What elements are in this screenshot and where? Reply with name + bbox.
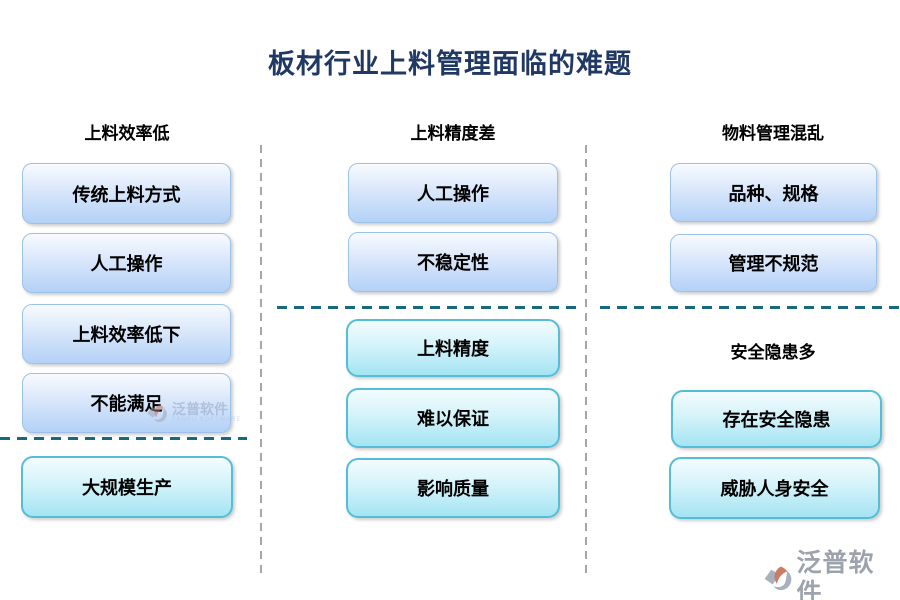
watermark-center-subtext: FANPU SOFTWARE xyxy=(172,417,242,423)
box-col3-safety-hazards-exist: 存在安全隐患 xyxy=(671,390,882,448)
box-col2-hard-to-guarantee: 难以保证 xyxy=(346,388,560,448)
box-col3-variety-specs: 品种、规格 xyxy=(670,163,877,222)
watermark-center: 泛普软件 FANPU SOFTWARE xyxy=(146,402,241,424)
box-col1-cannot-satisfy: 不能满足 xyxy=(22,373,231,433)
box-col1-mass-production: 大规模生产 xyxy=(21,456,233,518)
column-header-loading-precision: 上料精度差 xyxy=(410,124,496,143)
column-header-loading-efficiency: 上料效率低 xyxy=(84,124,170,143)
watermark-center-brand: 泛普软件 xyxy=(172,401,228,417)
column-header-material-management: 物料管理混乱 xyxy=(722,124,824,143)
divider-horizontal-col3 xyxy=(600,306,900,309)
fanpu-logo-icon xyxy=(764,566,792,591)
sub-header-safety-hazards: 安全隐患多 xyxy=(730,343,816,362)
box-col1-low-efficiency: 上料效率低下 xyxy=(22,304,231,364)
divider-horizontal-col1 xyxy=(0,437,247,440)
divider-vertical-left xyxy=(260,145,262,578)
watermark-corner-brand: 泛普软件 xyxy=(796,549,875,600)
box-col2-loading-precision: 上料精度 xyxy=(346,319,560,377)
divider-vertical-right xyxy=(585,145,587,578)
box-col1-traditional-loading: 传统上料方式 xyxy=(22,163,231,224)
box-col2-affects-quality: 影响质量 xyxy=(346,458,560,518)
box-col3-threatens-personal-safety: 威胁人身安全 xyxy=(669,457,880,519)
divider-horizontal-col2 xyxy=(277,306,578,309)
fanpu-logo-icon xyxy=(147,404,167,422)
box-col3-unregulated-management: 管理不规范 xyxy=(670,234,877,292)
watermark-corner: 泛普软件 www.fanpusoft.com xyxy=(763,548,899,600)
box-col1-manual-operation: 人工操作 xyxy=(22,233,231,293)
page-title: 板材行业上料管理面临的难题 xyxy=(268,49,632,79)
box-col2-instability: 不稳定性 xyxy=(348,232,558,292)
box-col2-manual-operation: 人工操作 xyxy=(348,163,558,223)
